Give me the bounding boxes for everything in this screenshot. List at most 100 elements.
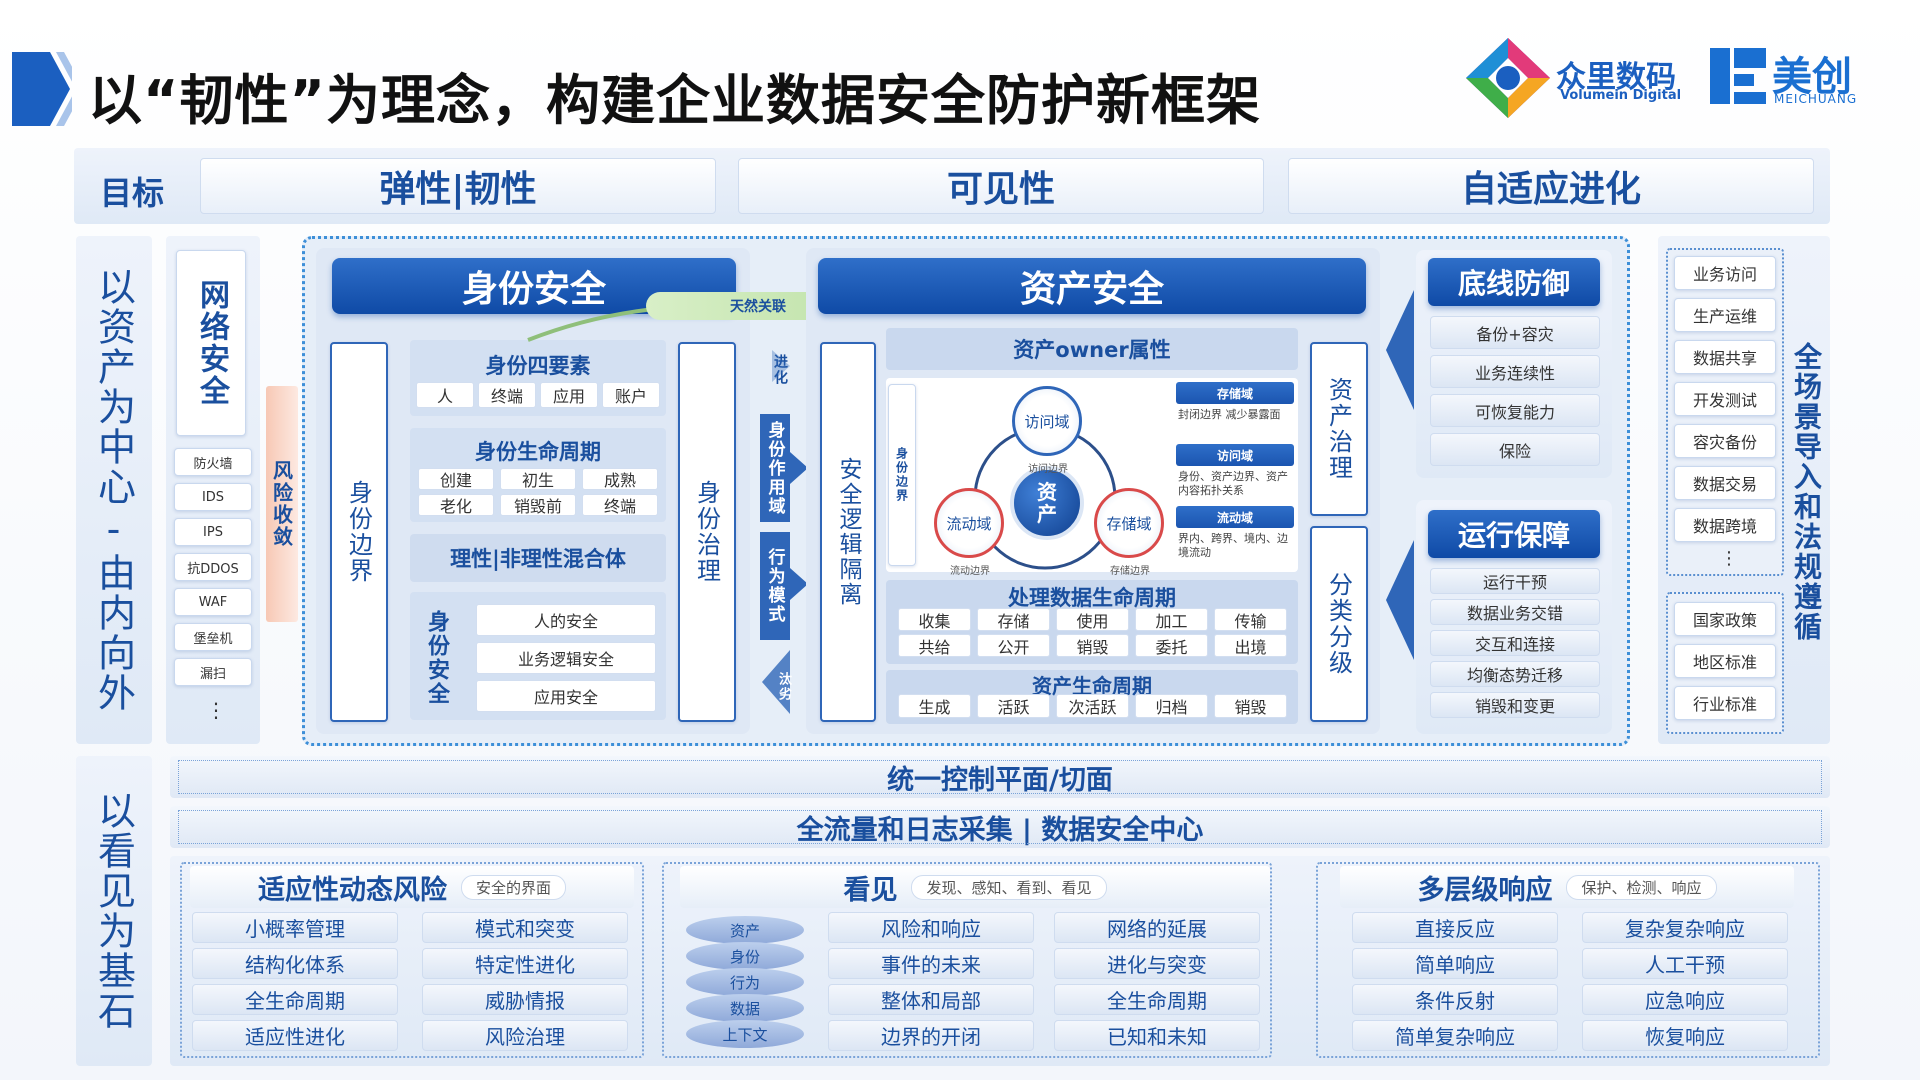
see-cell: 整体和局部: [828, 984, 1034, 1015]
proc-cell: 收集: [898, 608, 971, 631]
adaptive-section: [180, 862, 644, 1058]
control-plane-text: 统一控制平面/切面: [887, 764, 1113, 796]
see-cell: 进化与突变: [1054, 948, 1260, 979]
identity-life-cell: 终端: [582, 494, 658, 516]
network-title: 网络安全: [176, 250, 246, 436]
see-cell: 全生命周期: [1054, 984, 1260, 1015]
asset-domain-node: 存储域: [1094, 488, 1164, 558]
network-item: WAF: [174, 588, 252, 616]
adaptive-cell: 特定性进化: [422, 948, 628, 979]
goal-resilience-label: 弹性|韧性: [379, 169, 537, 210]
ops-item: 销毁和变更: [1430, 692, 1600, 718]
identity-four-title: 身份四要素: [485, 354, 591, 378]
security-isolation-text: 安全逻辑隔离: [835, 457, 861, 607]
network-item: 堡垒机: [174, 623, 252, 651]
ops-arrow-icon: [1386, 540, 1414, 660]
network-title-text: 网络安全: [194, 279, 229, 407]
baseline-title-text: 底线防御: [1457, 267, 1570, 300]
identity-life-cell: 成熟: [582, 468, 658, 490]
identity-four-cell: 账户: [602, 382, 660, 408]
proc-cell: 共给: [898, 634, 971, 657]
law-item: 行业标准: [1674, 686, 1776, 720]
identity-life-cell: 初生: [500, 468, 576, 490]
proc-cell: 销毁: [1056, 634, 1129, 657]
see-cell: 边界的开闭: [828, 1020, 1034, 1051]
network-item: 防火墙: [174, 448, 252, 476]
scene-item: 业务访问: [1674, 256, 1776, 290]
classify-grade: 分类分级: [1310, 526, 1368, 722]
asset-tag-desc: 身份、资产边界、资产内容拓扑关系: [1178, 470, 1288, 498]
asset-center: 资产: [1010, 466, 1084, 540]
see-cell: 风险和响应: [828, 912, 1034, 943]
goal-label: 目标: [100, 174, 165, 212]
proc-cell: 使用: [1056, 608, 1129, 631]
adaptive-cell: 小概率管理: [192, 912, 398, 943]
identity-mix-text: 理性|非理性混合体: [450, 547, 626, 571]
identity-sec-cell: 应用安全: [476, 680, 656, 712]
ops-item: 交互和连接: [1430, 630, 1600, 656]
see-stack-item: 数据: [686, 994, 804, 1022]
asset-governance: 资产治理: [1310, 342, 1368, 516]
response-cell: 应急响应: [1582, 984, 1788, 1015]
asset-owner-text: 资产owner属性: [1013, 338, 1171, 362]
asset-life-cell: 归档: [1135, 694, 1208, 718]
baseline-arrow-icon: [1386, 290, 1414, 410]
asset-life-cell: 生成: [898, 694, 971, 718]
network-more: ⋮: [206, 698, 226, 722]
identity-sec-cell: 业务逻辑安全: [476, 642, 656, 674]
risk-converge: 风险收敛: [266, 386, 298, 622]
baseline-item: 保险: [1430, 433, 1600, 466]
eliminate-label: 汰劣: [776, 672, 791, 702]
asset-id-boundary-text: 身份边界: [894, 447, 909, 503]
asset-tag-desc: 封闭边界 减少暴露面: [1178, 408, 1281, 421]
adaptive-sub: 安全的界面: [460, 874, 566, 900]
baseline-item: 业务连续性: [1430, 355, 1600, 388]
proc-cell: 出境: [1214, 634, 1287, 657]
identity-four-cell: 应用: [540, 382, 598, 408]
goal-visibility: 可见性: [738, 158, 1264, 214]
see-cell: 网络的延展: [1054, 912, 1260, 943]
meichuang-logo-cn: 美创: [1772, 54, 1852, 100]
network-item: 抗DDOS: [174, 553, 252, 581]
collect-center-text: 全流量和日志采集 | 数据安全中心: [796, 814, 1204, 846]
response-cell: 人工干预: [1582, 948, 1788, 979]
baseline-item: 可恢复能力: [1430, 394, 1600, 427]
asset-life-cell: 销毁: [1214, 694, 1287, 718]
scene-item: 数据共享: [1674, 340, 1776, 374]
proc-cell: 加工: [1135, 608, 1208, 631]
identity-scope-text: 身份作用域: [764, 420, 785, 516]
goal-resilience: 弹性|韧性: [200, 158, 716, 214]
asset-id-boundary: 身份边界: [888, 384, 916, 566]
see-stack-item: 资产: [686, 916, 804, 944]
proc-cell: 传输: [1214, 608, 1287, 631]
evolve-label: 进化: [772, 354, 788, 386]
ops-title-text: 运行保障: [1457, 519, 1570, 552]
asset-domain-node: 访问域: [1012, 386, 1082, 456]
proc-cell: 委托: [1135, 634, 1208, 657]
response-sub: 保护、检测、响应: [1566, 874, 1717, 900]
response-title: 多层级响应: [1417, 874, 1553, 906]
scene-item: 开发测试: [1674, 382, 1776, 416]
network-item: 漏扫: [174, 658, 252, 686]
see-head: 看见 发现、感知、看到、看见: [680, 866, 1270, 908]
asset-domain-sub: 访问边界: [1028, 464, 1068, 475]
scenes-more: ⋮: [1720, 548, 1738, 569]
asset-owner: 资产owner属性: [886, 328, 1298, 370]
see-sub: 发现、感知、看到、看见: [911, 874, 1107, 900]
network-item: IPS: [174, 518, 252, 546]
asset-life-cell: 次活跃: [1056, 694, 1129, 718]
asset-tag-desc: 界内、跨界、境内、边境流动: [1178, 532, 1288, 560]
identity-life-cell: 创建: [418, 468, 494, 490]
left-label-bottom: 以看见为基石: [76, 756, 152, 1066]
ops-item: 数据业务交错: [1430, 599, 1600, 625]
response-cell: 简单响应: [1352, 948, 1558, 979]
asset-tag-title: 访问域: [1176, 444, 1294, 466]
eliminate-arrow-icon: [762, 650, 790, 714]
see-stack-item: 身份: [686, 942, 804, 970]
scene-item: 生产运维: [1674, 298, 1776, 332]
see-section: [662, 862, 1272, 1058]
volumein-logo-cn: 众里数码: [1556, 60, 1676, 95]
identity-scope: 身份作用域: [760, 414, 790, 522]
see-stack-item: 上下文: [686, 1020, 804, 1048]
asset-title: 资产安全: [818, 258, 1366, 314]
